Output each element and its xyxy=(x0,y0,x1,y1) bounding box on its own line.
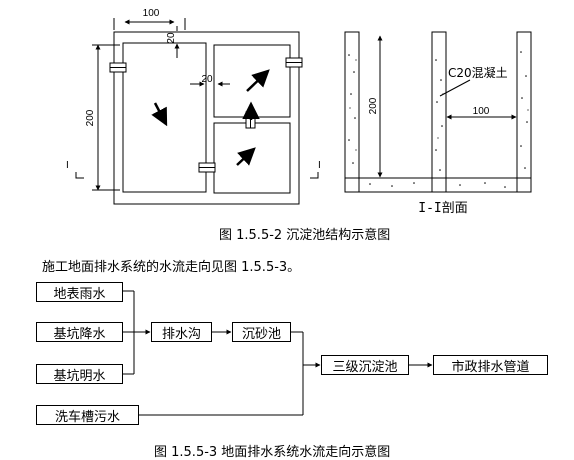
flow-arrows xyxy=(151,69,270,166)
step-municipal-pipe: 市政排水管道 xyxy=(433,355,548,375)
source-pit-dewatering: 基坑降水 xyxy=(36,322,123,342)
figure-caption-1: 图 1.5.5-2 沉淀池结构示意图 xyxy=(219,228,391,243)
pipe-bottom xyxy=(198,162,216,173)
intro-text: 施工地面排水系统的水流走向见图 1.5.5-3。 xyxy=(42,260,301,275)
dim-top-width: 100 xyxy=(143,8,160,19)
source-pit-open-water: 基坑明水 xyxy=(36,364,123,384)
dim-section-width: 100 xyxy=(473,106,490,117)
tank-plan xyxy=(75,18,319,205)
tank-section xyxy=(344,31,532,193)
dim-height: 200 xyxy=(85,109,96,126)
step-grit-chamber: 沉砂池 xyxy=(232,322,291,342)
flow-connectors xyxy=(123,290,433,416)
material-label: C20混凝土 xyxy=(448,65,508,80)
dim-inner-gap: 20 xyxy=(201,74,213,85)
source-car-wash-sewage: 洗车槽污水 xyxy=(36,405,139,425)
dim-wall: 20 xyxy=(166,32,177,44)
source-surface-rain: 地表雨水 xyxy=(36,282,123,302)
dim-section-height: 200 xyxy=(368,97,379,114)
section-mark-left: I xyxy=(66,160,69,171)
figure-caption-2: 图 1.5.5-3 地面排水系统水流走向示意图 xyxy=(154,445,391,460)
section-mark-right: I xyxy=(318,160,321,171)
step-drainage-ditch: 排水沟 xyxy=(151,322,212,342)
pipe-outlet-right xyxy=(285,57,303,68)
section-title: I-I剖面 xyxy=(418,201,467,216)
pipe-inlet-left xyxy=(109,62,127,73)
step-three-stage-tank: 三级沉淀池 xyxy=(321,355,409,375)
